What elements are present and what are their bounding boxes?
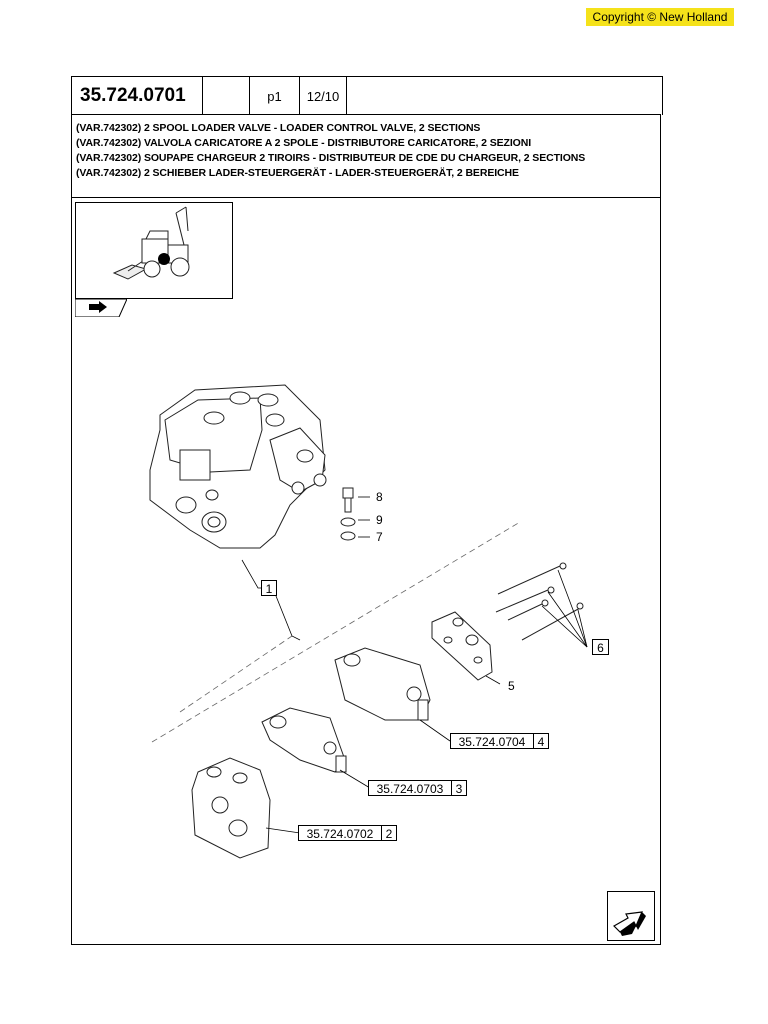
description-fr: (VAR.742302) SOUPAPE CHARGEUR 2 TIROIRS … <box>76 152 586 164</box>
backhoe-loader-thumbnail <box>75 202 233 299</box>
ref-link-0703[interactable]: 35.724.0703 <box>368 780 451 796</box>
ref-link-0704[interactable]: 35.724.0704 <box>450 733 533 749</box>
callout-5: 5 <box>508 679 515 693</box>
header-table: 35.724.0701 p1 12/10 <box>71 76 663 115</box>
callout-7: 7 <box>376 530 383 544</box>
callout-1: 1 <box>261 580 277 596</box>
description-de: (VAR.742302) 2 SCHIEBER LADER-STEUERGERÄ… <box>76 167 519 179</box>
drawing-frame <box>71 198 661 945</box>
description-en: (VAR.742302) 2 SPOOL LOADER VALVE - LOAD… <box>76 122 481 134</box>
callout-8: 8 <box>376 490 383 504</box>
ref-link-0702[interactable]: 35.724.0702 <box>298 825 381 841</box>
callout-2: 2 <box>381 825 397 841</box>
copyright-label: Copyright © New Holland <box>586 8 734 26</box>
part-group-code: 35.724.0701 <box>72 77 203 115</box>
next-page-arrow-icon[interactable] <box>607 891 655 941</box>
callout-9: 9 <box>376 513 383 527</box>
callout-4: 4 <box>533 733 549 749</box>
description-it: (VAR.742302) VALVOLA CARICATORE A 2 SPOL… <box>76 137 532 149</box>
description-block: (VAR.742302) 2 SPOOL LOADER VALVE - LOAD… <box>71 114 661 198</box>
revision-date: 12/10 <box>300 77 347 115</box>
callout-3: 3 <box>451 780 467 796</box>
page-number: p1 <box>250 77 300 115</box>
callout-6: 6 <box>592 639 609 655</box>
header-blank-cell <box>203 77 250 115</box>
arrow-tab-icon <box>75 299 127 317</box>
